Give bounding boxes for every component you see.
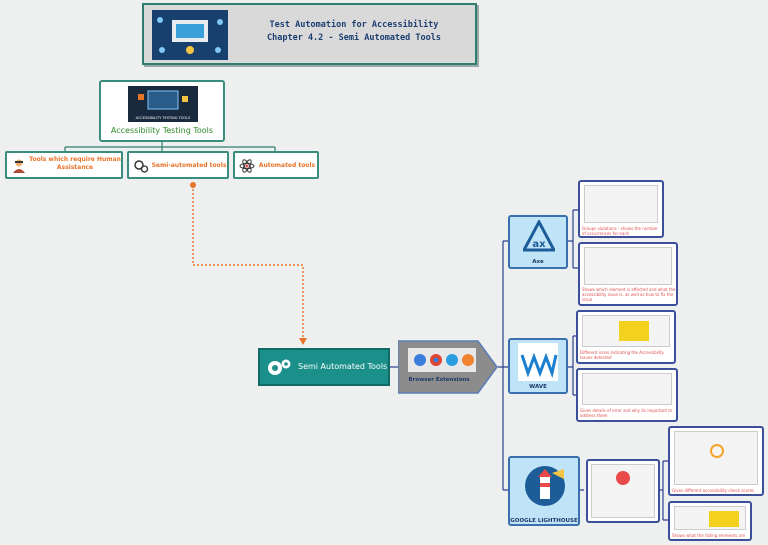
lighthouse-screenshot-main[interactable] [586,459,660,523]
root-node-accessibility-testing-tools[interactable]: ACCESSIBILITY TESTING TOOLS Accessibilit… [99,80,225,142]
screenshot-caption: Different icons indicating the Accessibi… [580,350,664,360]
header-title: Test Automation for Accessibility Chapte… [239,19,469,45]
screenshot-image [584,247,672,285]
person-icon [11,158,27,178]
atom-icon [239,158,255,178]
browser-extensions-label: Browser Extensions [408,377,470,383]
tool-axe[interactable]: ax Axe [508,215,568,269]
screenshot-image [591,464,655,518]
axe-screenshot-2[interactable]: Shows which element is affected and what… [578,242,678,306]
screenshot-logo [616,471,630,485]
tool-label: GOOGLE LIGHTHOUSE [510,518,578,524]
root-image-caption: ACCESSIBILITY TESTING TOOLS [136,116,191,120]
header-line-2: Chapter 4.2 - Semi Automated Tools [267,33,441,43]
category-label: Tools which require Human Assistance [29,156,121,171]
category-human-assisted-tools[interactable]: Tools which require Human Assistance [5,151,123,179]
category-label: Automated tools [258,162,316,169]
tool-label: WAVE [529,384,547,390]
semi-automated-tools-node[interactable]: Semi Automated Tools [258,348,390,386]
screenshot-caption: Shows which element is affected and what… [582,287,676,302]
gears-icon [133,158,149,178]
axe-logo-icon: ax [521,218,557,258]
header-line-1: Test Automation for Accessibility [269,20,439,30]
category-automated-tools[interactable]: Automated tools [233,151,319,179]
root-node-image: ACCESSIBILITY TESTING TOOLS [128,86,198,122]
screenshot-caption: Gives details of error and why its impor… [580,408,673,418]
category-semi-automated-tools[interactable]: Semi-automated tools [127,151,229,179]
lighthouse-screenshot-failing[interactable]: Shows what the failing elements are [668,501,752,541]
header-illustration [152,10,228,60]
wave-screenshot-1[interactable]: Different icons indicating the Accessibi… [576,310,676,364]
tool-wave[interactable]: WAVE [508,338,568,394]
screenshot-image [582,315,670,347]
svg-text:ax: ax [532,239,546,250]
score-gauge [710,444,724,458]
category-label: Semi-automated tools [151,162,227,169]
wave-screenshot-2[interactable]: Gives details of error and why its impor… [576,368,678,422]
screenshot-image [674,506,746,530]
screenshot-highlight [619,321,649,341]
axe-screenshot-1[interactable]: Groups violations - shows the number of … [578,180,664,238]
tool-label: Axe [532,259,544,265]
browser-extensions-node[interactable]: Browser Extensions [398,340,498,394]
screenshot-caption: Groups violations - shows the number of … [582,226,658,236]
screenshot-image [584,185,658,223]
root-node-label: Accessibility Testing Tools [110,126,214,135]
screenshot-image [582,373,672,405]
lighthouse-screenshot-scores[interactable]: Gives different accessibility check scor… [668,426,764,496]
lighthouse-logo-icon [524,461,566,515]
screenshot-image [674,431,758,485]
screenshot-caption: Shows what the failing elements are [672,533,745,538]
semi-automated-tools-label: Semi Automated Tools [298,362,388,371]
screenshot-caption: Gives different accessibility check scor… [672,488,755,493]
wave-logo-icon [518,343,558,385]
tool-google-lighthouse[interactable]: GOOGLE LIGHTHOUSE [508,456,580,526]
screenshot-highlight [709,511,739,527]
gears-icon [266,357,292,383]
header-banner: Test Automation for Accessibility Chapte… [142,3,477,65]
